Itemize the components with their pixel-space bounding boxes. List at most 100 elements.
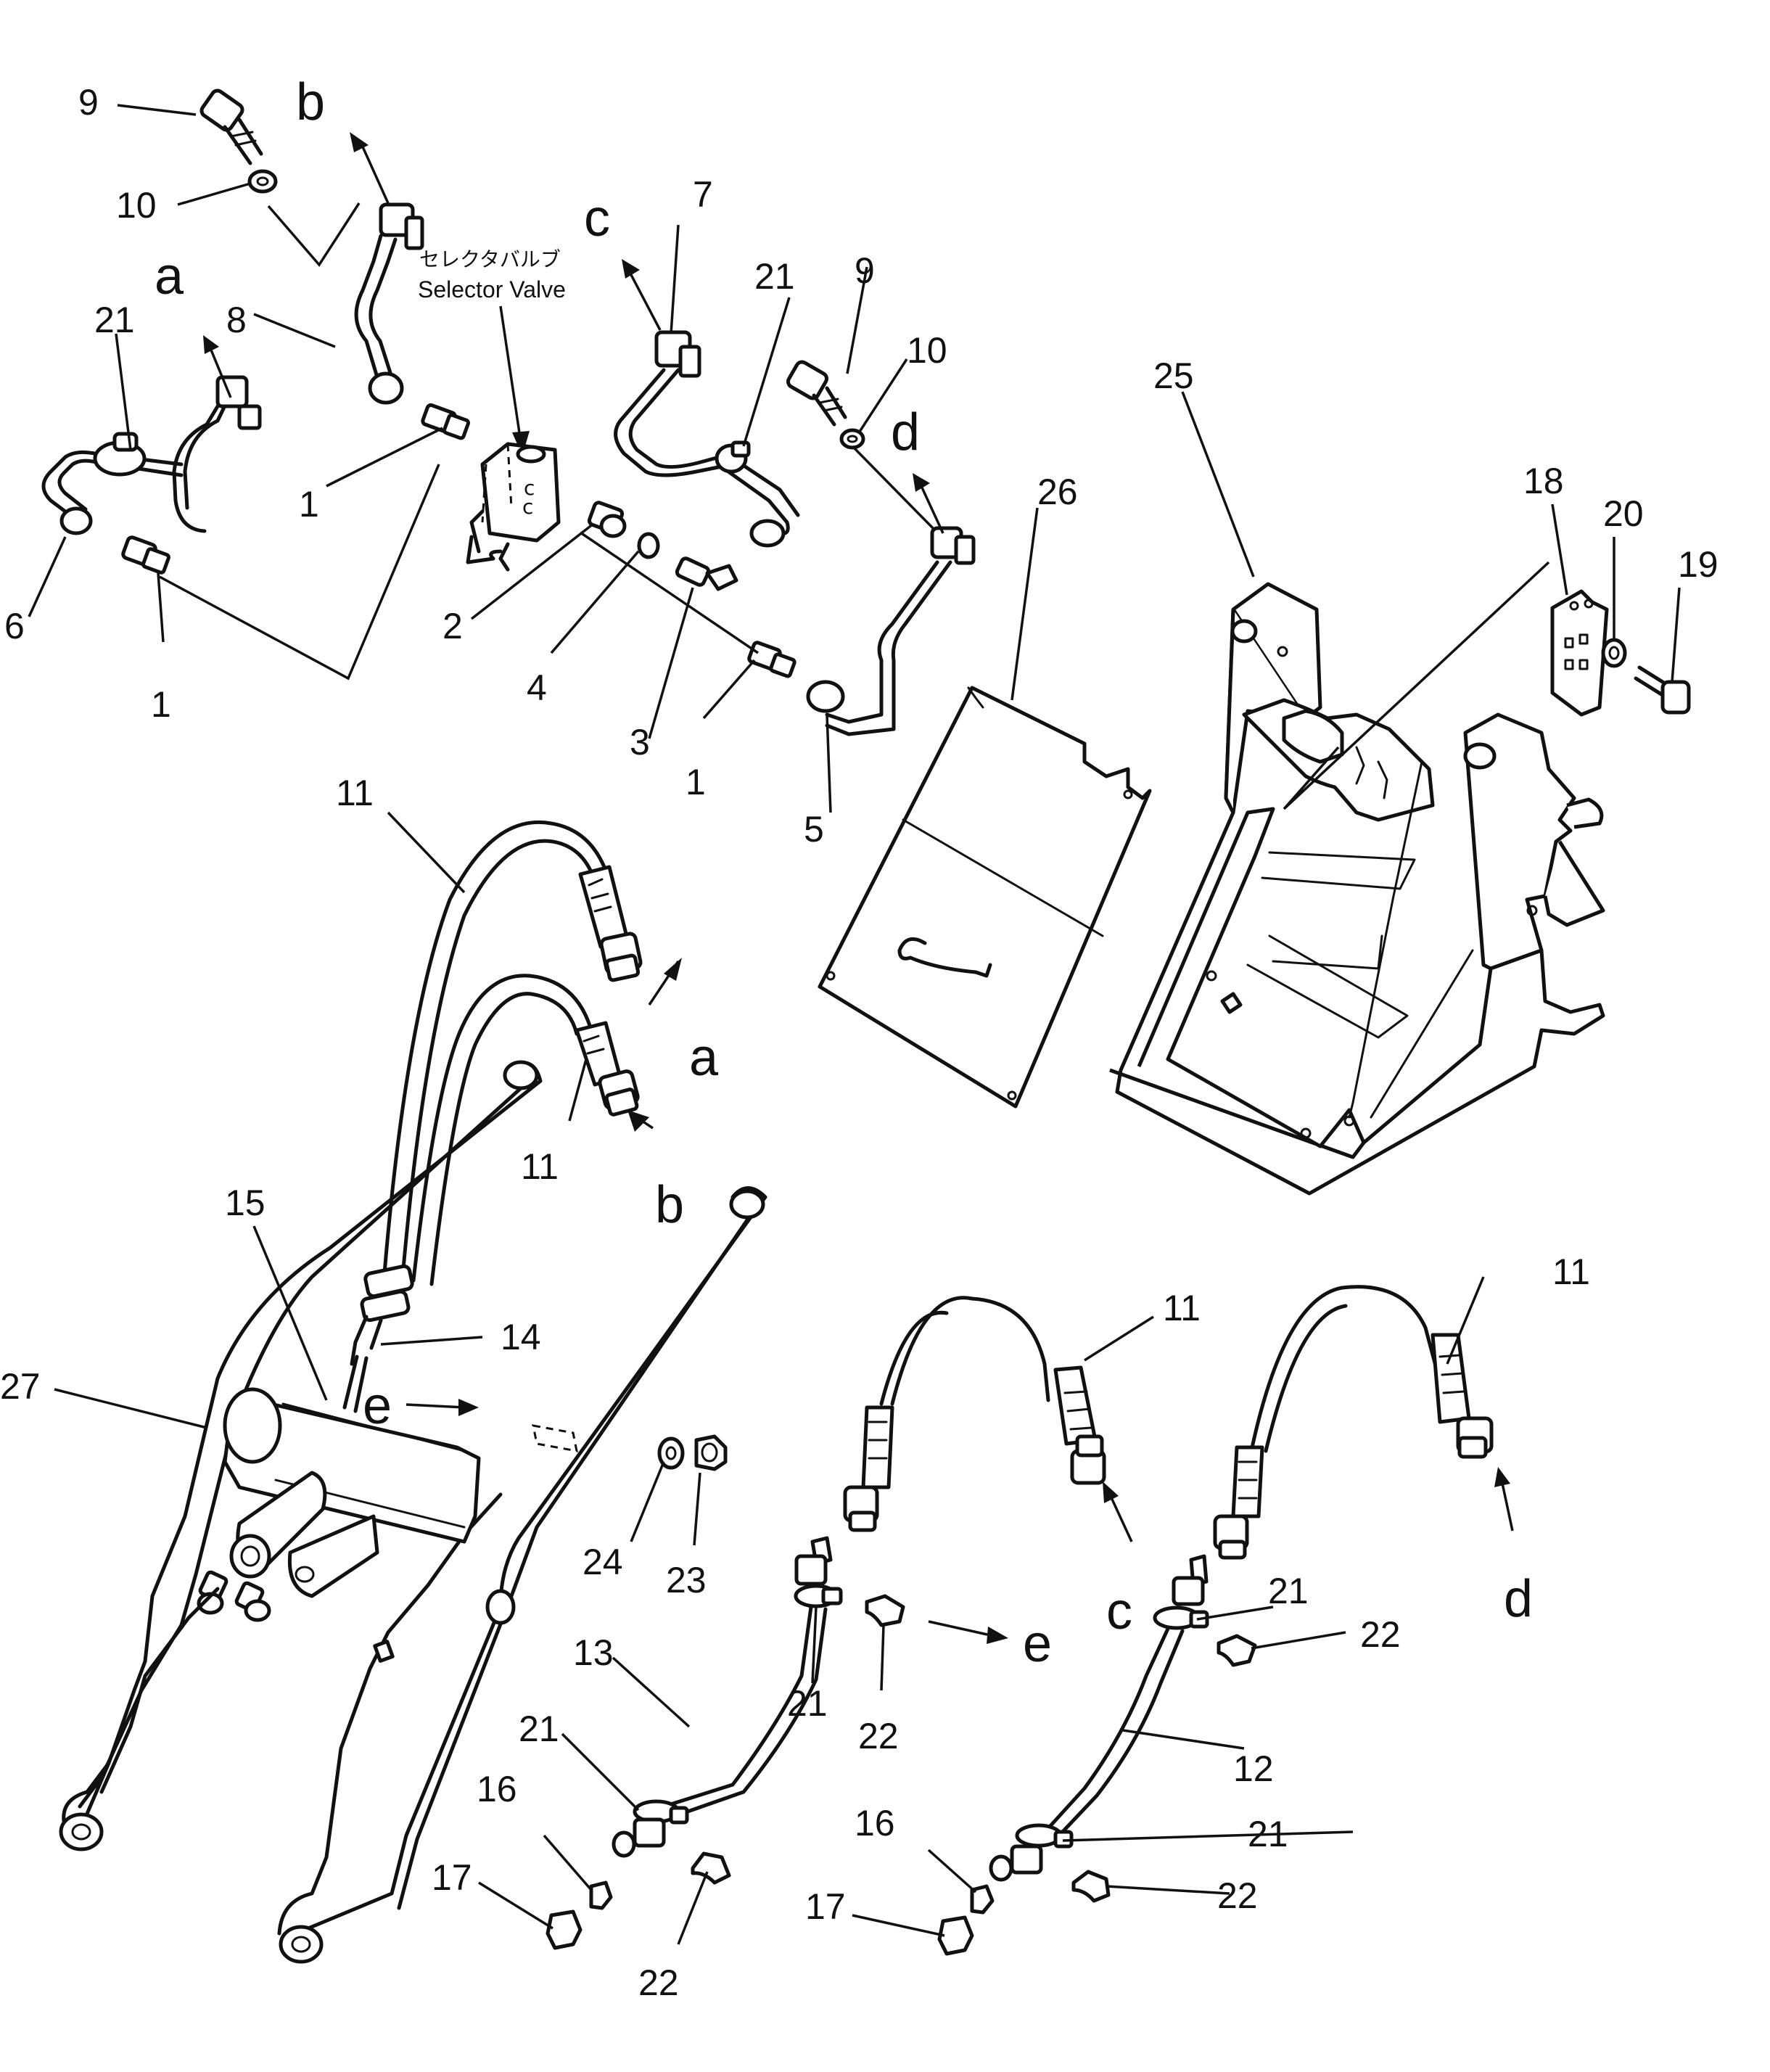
clamp-14 (350, 1264, 414, 1366)
callout-21-lower-left: 21 (787, 1683, 828, 1724)
fitting-1-upper (421, 403, 470, 440)
callout-21-top-left: 21 (94, 300, 135, 340)
selector-valve-leader (499, 305, 522, 443)
callout-21-bottom-right: 21 (1248, 1814, 1288, 1854)
pipe-assembly-6 (41, 375, 262, 535)
callout-1-lower-right: 1 (686, 762, 706, 802)
callout-12: 12 (1233, 1748, 1274, 1789)
callout-22-bottom-left: 22 (638, 1962, 679, 2003)
callout-d-top: d (891, 403, 920, 461)
callout-1-lower-left: 1 (151, 684, 171, 725)
svg-text:c: c (522, 495, 533, 519)
cap-17-right (937, 1915, 974, 1956)
pipe-12 (989, 1554, 1209, 1882)
callout-11-upper: 11 (336, 773, 374, 813)
oring-4 (637, 532, 660, 559)
fitting-1-right (747, 641, 796, 678)
callout-e-lower: e (1023, 1615, 1052, 1673)
nut-23 (694, 1434, 728, 1471)
callout-6: 6 (4, 606, 25, 646)
washer-10-right (839, 428, 865, 450)
callout-2: 2 (442, 606, 463, 646)
callout-17-left: 17 (432, 1857, 472, 1898)
callout-26: 26 (1037, 472, 1078, 512)
plate-18 (1550, 589, 1609, 717)
fitting-1-left (121, 535, 170, 575)
bracket-e-dashed (532, 1424, 578, 1452)
clip-22-lower-right (1071, 1870, 1111, 1903)
cover-plate-26 (818, 686, 1152, 1109)
washer-10-right-hole (847, 435, 858, 443)
callout-17-right: 17 (805, 1886, 846, 1927)
leader-lines (28, 104, 1681, 1945)
selector-valve: c c (466, 442, 561, 572)
callout-9-right: 9 (855, 250, 875, 291)
callout-19: 19 (1678, 544, 1718, 585)
callout-a-top: a (155, 247, 184, 305)
callout-7: 7 (693, 174, 713, 215)
pipe-assembly-5 (806, 526, 976, 736)
callout-20: 20 (1603, 493, 1644, 534)
bolt-9-top-left (199, 89, 263, 165)
washer-24 (657, 1436, 685, 1470)
callout-15: 15 (225, 1183, 266, 1223)
callout-c-top: c (584, 189, 610, 247)
callout-b-top: b (296, 73, 325, 131)
svg-text:c: c (524, 476, 535, 500)
callout-c-lower: c (1106, 1582, 1132, 1640)
washer-10-top-left (247, 169, 278, 194)
hose-11-lower-c (843, 1296, 1106, 1532)
callout-5: 5 (804, 809, 824, 850)
callout-23: 23 (666, 1560, 707, 1600)
lift-arm-27 (59, 1060, 767, 1964)
clip-22-upper-left (865, 1594, 905, 1627)
callout-13: 13 (573, 1632, 614, 1673)
callout-10-right: 10 (907, 330, 947, 371)
callout-labels: 9 10 b 21 a 8 6 1 1 2 4 3 1 5 c 7 21 9 1… (0, 73, 1718, 2003)
frame-bracket-25 (1109, 582, 1605, 1196)
callout-8: 8 (226, 300, 247, 340)
callout-27: 27 (0, 1366, 41, 1407)
callout-16-left: 16 (477, 1769, 517, 1809)
callout-11-upper-inner: 11 (521, 1146, 559, 1187)
callout-d-lower: d (1504, 1570, 1533, 1628)
hose-11-upper-inner (411, 974, 640, 1286)
callout-1-upper: 1 (299, 484, 319, 525)
callout-22-lower-right: 22 (1360, 1614, 1401, 1655)
elbow-3 (675, 556, 738, 591)
cap-17-left (546, 1909, 583, 1950)
washer-24-hole (665, 1446, 677, 1460)
callout-11-lower-c: 11 (1163, 1288, 1201, 1328)
pipe-assembly-8 (354, 202, 424, 405)
callout-21-lower-right: 21 (1268, 1571, 1309, 1611)
pipe-13 (612, 1536, 843, 1858)
pipe-assembly-7 (614, 330, 800, 548)
callout-3: 3 (630, 722, 650, 762)
callout-22-lower-left: 22 (858, 1716, 899, 1756)
plug-16-left (589, 1880, 613, 1910)
callout-18: 18 (1523, 461, 1564, 501)
selector-valve-arrow (512, 431, 530, 456)
callout-24: 24 (583, 1542, 623, 1582)
washer-10-hole (256, 176, 269, 186)
bolt-9-right (786, 360, 847, 427)
plug-16-right (970, 1884, 995, 1915)
callout-14: 14 (501, 1317, 541, 1357)
callout-21-lower-left-bottom: 21 (519, 1709, 559, 1749)
selector-valve-japanese-label: セレクタバルブ (419, 247, 561, 271)
flow-arrows (203, 132, 1514, 1644)
callout-a-lower: a (689, 1029, 719, 1087)
selector-valve-english-label: Selector Valve (418, 276, 566, 303)
bolt-19 (1634, 665, 1691, 715)
clip-22-lower-left (691, 1851, 731, 1885)
callout-25: 25 (1153, 355, 1194, 396)
callout-b-lower: b (655, 1176, 684, 1234)
callout-e-upper: e (363, 1377, 392, 1435)
washer-20 (1601, 638, 1627, 668)
hose-11-upper-outer (382, 820, 643, 1279)
washer-20-hole (1608, 646, 1620, 660)
hose-11-lower-d (1213, 1285, 1494, 1560)
callout-11-lower-d: 11 (1552, 1251, 1590, 1292)
callout-22-bottom-right: 22 (1217, 1875, 1258, 1916)
